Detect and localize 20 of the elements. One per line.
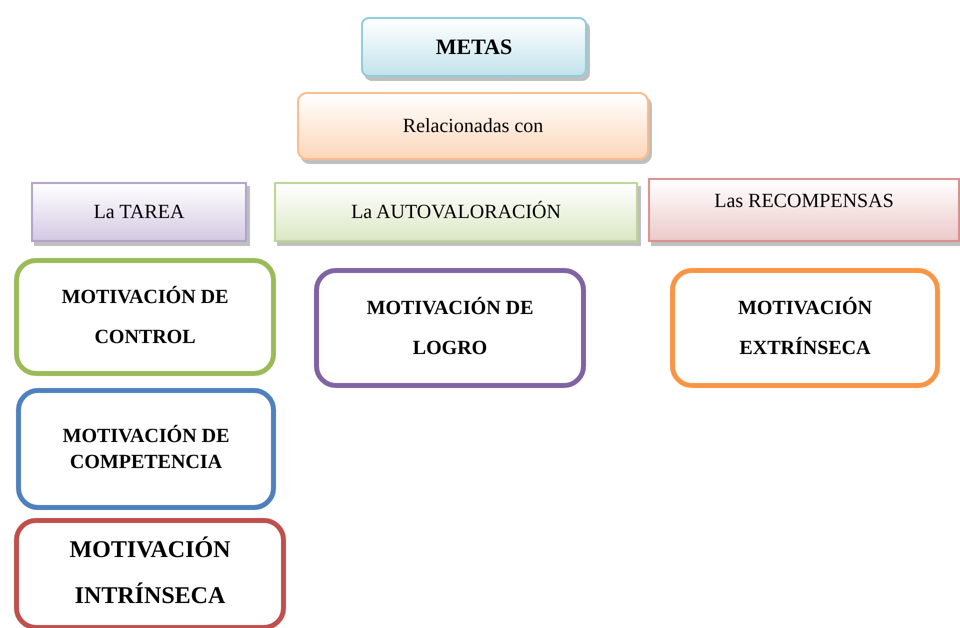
title-box [361,17,587,77]
node-text: Las RECOMPENSAS [714,190,894,213]
node-text: MOTIVACIÓN EXTRÍNSECA [736,296,874,361]
node-text: MOTIVACIÓN DE COMPETENCIA [62,424,230,475]
category-box [297,92,649,160]
motivation-box [16,388,276,510]
node-text: MOTIVACIÓN INTRÍNSECA [68,535,232,611]
node-text: METAS [436,34,512,60]
node-text: MOTIVACIÓN DE CONTROL [60,284,230,350]
node-text: La AUTOVALORACIÓN [351,200,561,224]
motivation-box [670,268,940,388]
motivation-box [314,268,586,388]
node-text: Relacionadas con [402,114,544,138]
category-box [31,182,247,242]
motivation-box [14,258,276,376]
node-text: La TAREA [94,200,184,224]
node-text: MOTIVACIÓN DE LOGRO [366,296,534,361]
category-box [274,182,638,242]
category-box [648,178,960,242]
motivation-box [14,518,286,628]
